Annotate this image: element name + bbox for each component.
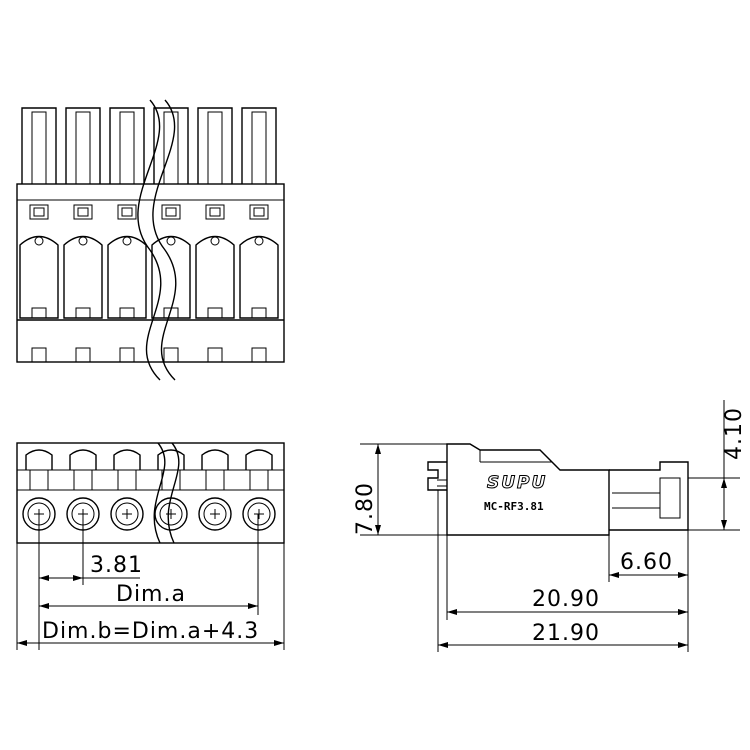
body-length-dimension: 20.90	[532, 587, 600, 612]
terminal-socket	[198, 449, 232, 531]
brand-logo: SUPU	[487, 473, 547, 493]
front-view: 3.81 Dim.a Dim.b=Dim.a+4.3	[16, 442, 285, 650]
break-line	[152, 99, 177, 381]
pitch-dimension: 3.81	[90, 553, 143, 578]
break-line	[137, 99, 162, 381]
top-view	[16, 99, 285, 381]
terminal-finger	[239, 107, 279, 363]
model-number: MC-RF3.81	[484, 500, 544, 513]
terminal-finger	[195, 107, 235, 363]
pin-length-dimension: 6.60	[620, 550, 673, 575]
dim-a-label: Dim.a	[116, 582, 186, 607]
terminal-finger	[63, 107, 103, 363]
height-dimension: 7.80	[353, 482, 378, 535]
top-offset-dimension: 4.10	[722, 407, 747, 460]
break-line	[167, 442, 180, 544]
break-line	[153, 442, 166, 544]
dim-b-label: Dim.b=Dim.a+4.3	[42, 619, 259, 644]
terminal-finger	[19, 107, 59, 363]
side-view: SUPU MC-RF3.81 7.80 4.10 6.60 20.90 21.9…	[353, 400, 747, 652]
total-length-dimension: 21.90	[532, 621, 600, 646]
terminal-socket	[242, 449, 276, 531]
terminal-finger	[107, 107, 147, 363]
terminal-socket	[110, 449, 144, 531]
